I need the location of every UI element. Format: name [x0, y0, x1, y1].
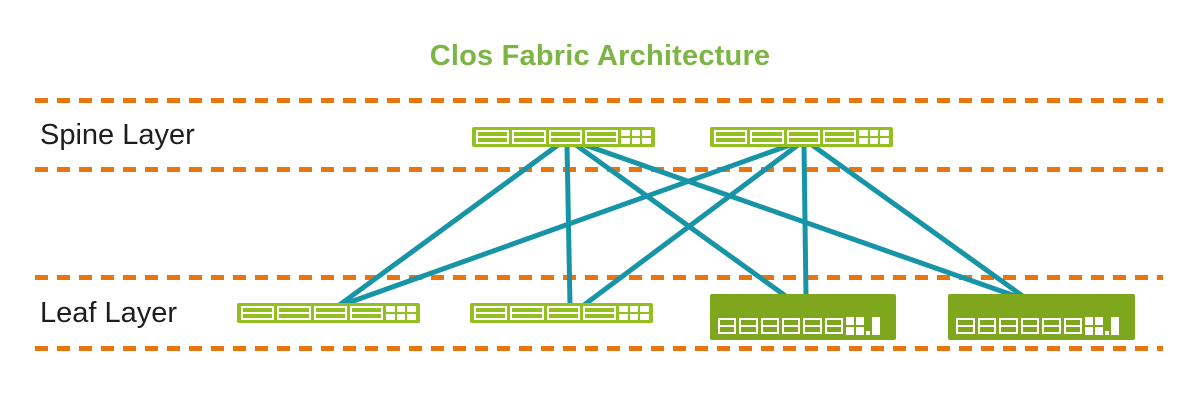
switch-slot: [803, 318, 822, 334]
link-spine-1-leaf-3: [574, 142, 789, 300]
switch-slot: [822, 130, 856, 144]
leaf-1-switch-icon: [237, 303, 420, 323]
switch-slot: [584, 130, 618, 144]
diagram-title: Clos Fabric Architecture: [429, 40, 771, 72]
leaf-4-switch-icon: [948, 294, 1135, 340]
switch-slot: [548, 130, 582, 144]
leaf-layer-label: Leaf Layer: [40, 297, 178, 329]
switch-slot: [956, 318, 975, 334]
link-spine-1-leaf-4: [584, 142, 1019, 300]
link-spine-2-leaf-4: [810, 142, 1026, 300]
leaf-2-switch-icon: [470, 303, 653, 323]
switch-slot: [999, 318, 1018, 334]
switch-slot: [277, 306, 311, 320]
link-spine-2-leaf-3: [801, 144, 809, 298]
switch-ports-icon: [621, 130, 651, 144]
layer-boundary-dashed-line-1: [35, 97, 1163, 103]
switch-slot: [718, 318, 737, 334]
switch-slot: [546, 306, 580, 320]
leaf-3-switch-icon: [710, 294, 896, 340]
switch-front-panel: [476, 130, 651, 144]
switch-slot: [510, 306, 544, 320]
layer-boundary-dashed-line-4: [35, 345, 1163, 351]
switch-slot: [241, 306, 275, 320]
switch-front-panel: [956, 316, 1127, 335]
switch-slot: [760, 318, 779, 334]
switch-front-panel: [718, 316, 888, 335]
link-spine-2-leaf-2: [582, 142, 800, 308]
switch-ports-icon: [845, 316, 888, 335]
switch-slot: [714, 130, 748, 144]
switch-slot: [977, 318, 996, 334]
switch-slot: [474, 306, 508, 320]
switch-slot: [476, 130, 510, 144]
spine-layer-label: Spine Layer: [40, 119, 195, 151]
switch-slot: [1042, 318, 1061, 334]
switch-slot: [750, 130, 784, 144]
switch-front-panel: [241, 306, 416, 320]
link-spine-2-leaf-1: [341, 142, 791, 308]
switch-slot: [1063, 318, 1082, 334]
switch-slot: [582, 306, 616, 320]
link-spine-1-leaf-1: [336, 142, 560, 309]
switch-ports-icon: [859, 130, 889, 144]
switch-front-panel: [474, 306, 649, 320]
switch-ports-icon: [386, 306, 416, 320]
spine-1-switch-icon: [472, 127, 655, 147]
switch-slot: [1020, 318, 1039, 334]
switch-slot: [824, 318, 843, 334]
layer-boundary-dashed-line-3: [35, 274, 1163, 280]
switch-slot: [739, 318, 758, 334]
switch-slot: [786, 130, 820, 144]
switch-ports-icon: [619, 306, 649, 320]
switch-slot: [512, 130, 546, 144]
switch-slot: [781, 318, 801, 334]
switch-ports-icon: [1085, 316, 1127, 335]
layer-boundary-dashed-line-2: [35, 166, 1163, 172]
switch-slot: [349, 306, 383, 320]
switch-slot: [313, 306, 347, 320]
spine-2-switch-icon: [710, 127, 893, 147]
switch-front-panel: [714, 130, 889, 144]
